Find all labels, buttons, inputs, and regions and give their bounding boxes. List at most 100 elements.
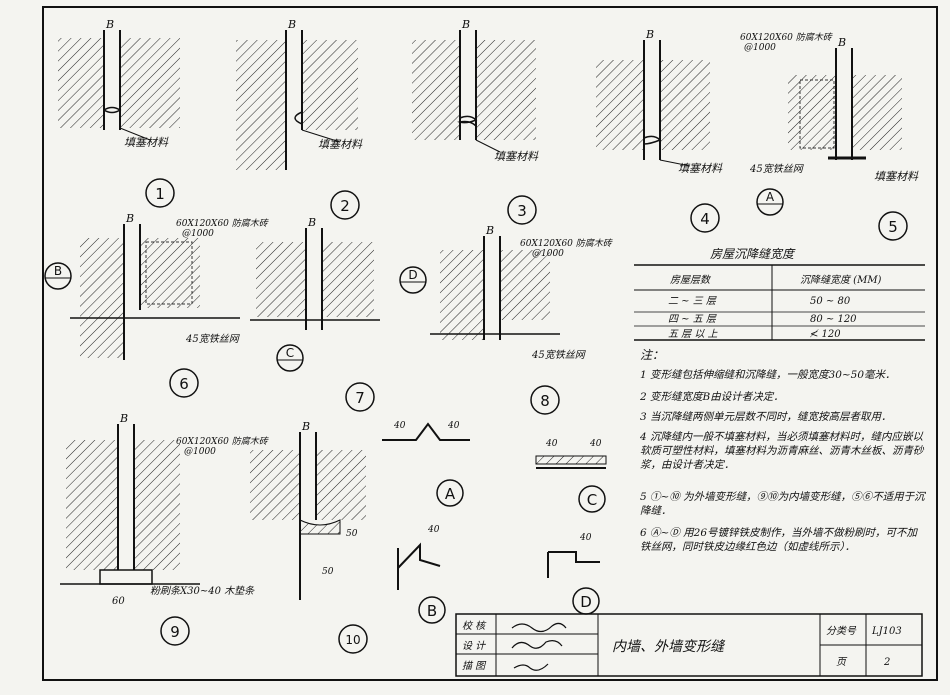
sheet-title: 内墙、外墙变形缝 — [612, 639, 726, 655]
settlement-table: 房屋沉降缝宽度 房屋层数 沉降缝宽度 (MM) 二 ~ 三 层 50 ~ 80 … — [634, 247, 925, 341]
note-4: 4 沉降缝内一般不填塞材料，当必须填塞材料时，缝内应嵌以软质可塑性材料，填塞材料… — [640, 431, 924, 471]
section-circles: A B C D A B C D — [44, 188, 784, 624]
mesh-label: 45宽铁丝网 — [185, 333, 241, 345]
ref-b-letter: B — [54, 264, 62, 278]
detail-1-number: 1 — [155, 185, 165, 203]
detail-3-drawing: B 填塞材料 — [412, 18, 539, 163]
dim-b: B — [837, 36, 846, 49]
detail-circles: 1 2 3 4 5 6 7 8 9 10 — [145, 178, 908, 654]
block-label: 60X120X60 防腐木砖 — [520, 238, 613, 249]
detail-1-drawing: B 填塞材料 — [58, 18, 180, 149]
dim-b: B — [287, 18, 296, 31]
detail-6-number: 6 — [179, 375, 189, 393]
signature-designer — [511, 640, 563, 649]
detail-10-number: 10 — [345, 633, 360, 647]
dim-b: B — [645, 28, 654, 41]
detail-7-drawing: B 45宽铁丝网 — [185, 216, 380, 345]
dim-40: 40 — [427, 525, 440, 535]
atlas-number: LJ103 — [871, 626, 902, 637]
detail-2-drawing: B 填塞材料 — [236, 18, 363, 170]
note-2: 2 变形缝宽度B由设计者决定． — [640, 391, 784, 403]
ref-c-letter: C — [286, 346, 294, 360]
dim-b: B — [301, 420, 310, 433]
detail-5-drawing: 60X120X60 防腐木砖 @1000 B 45宽铁丝网 填塞材料 — [740, 32, 919, 183]
page-number: 2 — [883, 657, 890, 668]
note-6: 6 Ⓐ~Ⓓ 用26号镀锌铁皮制作，当外墙不做粉刷时，可不加铁丝网，同时铁皮边缘红… — [640, 527, 918, 553]
dim-40: 40 — [579, 533, 592, 543]
section-d-letter: D — [580, 593, 592, 611]
dim-40b: 40 — [589, 439, 602, 449]
detail-3-number: 3 — [517, 202, 527, 220]
fill-label: 填塞材料 — [678, 162, 723, 175]
dim-b: B — [125, 212, 134, 225]
spacing-label: @1000 — [744, 43, 776, 53]
section-b-drawing: 40 — [397, 525, 441, 590]
detail-5-number: 5 — [888, 218, 898, 236]
table-header-floors: 房屋层数 — [670, 274, 712, 286]
detail-4-number: 4 — [700, 210, 710, 228]
spacing-label: @1000 — [182, 229, 214, 239]
table-cell: ≮ 120 — [809, 329, 841, 340]
mesh-label: 45宽铁丝网 — [531, 349, 587, 361]
section-c-drawing: 40 40 — [535, 439, 607, 469]
block-label: 60X120X60 防腐木砖 — [176, 218, 269, 229]
drawing-frame — [42, 6, 938, 681]
detail-6-drawing: B 60X120X60 防腐木砖 @1000 — [70, 212, 269, 360]
mesh-label: 45宽铁丝网 — [749, 163, 805, 175]
ref-d-letter: D — [408, 268, 417, 282]
detail-8-number: 8 — [540, 392, 550, 410]
ref-a-letter: A — [766, 190, 775, 204]
section-c-letter: C — [587, 491, 597, 509]
detail-9-drawing: B 60X120X60 防腐木砖 @1000 粉刷条X30~40 木垫条 60 — [60, 412, 269, 607]
dim-40b: 40 — [447, 421, 460, 431]
section-d-drawing: 40 — [547, 533, 600, 578]
dim-b: B — [461, 18, 470, 31]
dim-b: B — [105, 18, 114, 31]
table-cell: 二 ~ 三 层 — [668, 296, 717, 307]
fill-label: 填塞材料 — [494, 150, 539, 163]
dim-50b: 50 — [322, 567, 334, 577]
block-label: 60X120X60 防腐木砖 — [176, 436, 269, 447]
signature-drafter — [513, 663, 549, 671]
block-label: 60X120X60 防腐木砖 — [740, 32, 833, 43]
note-5: 5 ①~⑩ 为外墙变形缝，⑨⑩为内墙变形缝，⑤⑥不适用于沉降缝． — [640, 491, 925, 517]
section-a-drawing: 40 40 — [382, 421, 470, 441]
dim-50: 50 — [346, 529, 358, 539]
spacing-label: @1000 — [184, 447, 216, 457]
fill-label: 填塞材料 — [318, 138, 363, 151]
note-3: 3 当沉降缝两侧单元层数不同时，缝宽按高层者取用． — [640, 411, 892, 423]
fill-label: 填塞材料 — [874, 170, 919, 183]
title-block: 校 核 设 计 描 图 内墙、外墙变形缝 分类号 LJ103 页 2 — [455, 613, 923, 677]
detail-2-number: 2 — [340, 197, 350, 215]
atlas-label: 分类号 — [826, 625, 857, 637]
detail-10-drawing: B 50 50 — [250, 420, 366, 600]
section-b-letter: B — [427, 602, 437, 620]
dim-40: 40 — [545, 439, 558, 449]
role-designer: 设 计 — [462, 640, 486, 652]
table-cell: 50 ~ 80 — [810, 296, 851, 307]
page-label: 页 — [836, 657, 848, 668]
role-checker: 校 核 — [462, 620, 487, 632]
dim-b: B — [307, 216, 316, 229]
table-cell: 五 层 以 上 — [668, 328, 719, 340]
table-cell: 80 ~ 120 — [810, 314, 857, 325]
table-cell: 四 ~ 五 层 — [668, 314, 717, 325]
dim-b: B — [119, 412, 128, 425]
dim-b: B — [485, 224, 494, 237]
signature-checker — [511, 622, 567, 633]
table-header-width: 沉降缝宽度 (MM) — [800, 274, 882, 286]
dim-60: 60 — [112, 596, 125, 607]
detail-9-number: 9 — [170, 623, 180, 641]
notes-heading: 注： — [640, 348, 665, 362]
section-a-letter: A — [445, 485, 456, 503]
note-1: 1 变形缝包括伸缩缝和沉降缝，一般宽度30~50毫米． — [640, 369, 896, 381]
spacing-label: @1000 — [532, 249, 564, 259]
role-drafter: 描 图 — [462, 660, 487, 672]
plank-label: 粉刷条X30~40 木垫条 — [150, 585, 255, 597]
detail-7-number: 7 — [355, 389, 365, 407]
table-title: 房屋沉降缝宽度 — [710, 247, 796, 261]
detail-8-drawing: B 60X120X60 防腐木砖 @1000 45宽铁丝网 — [430, 224, 613, 361]
dim-40: 40 — [393, 421, 406, 431]
